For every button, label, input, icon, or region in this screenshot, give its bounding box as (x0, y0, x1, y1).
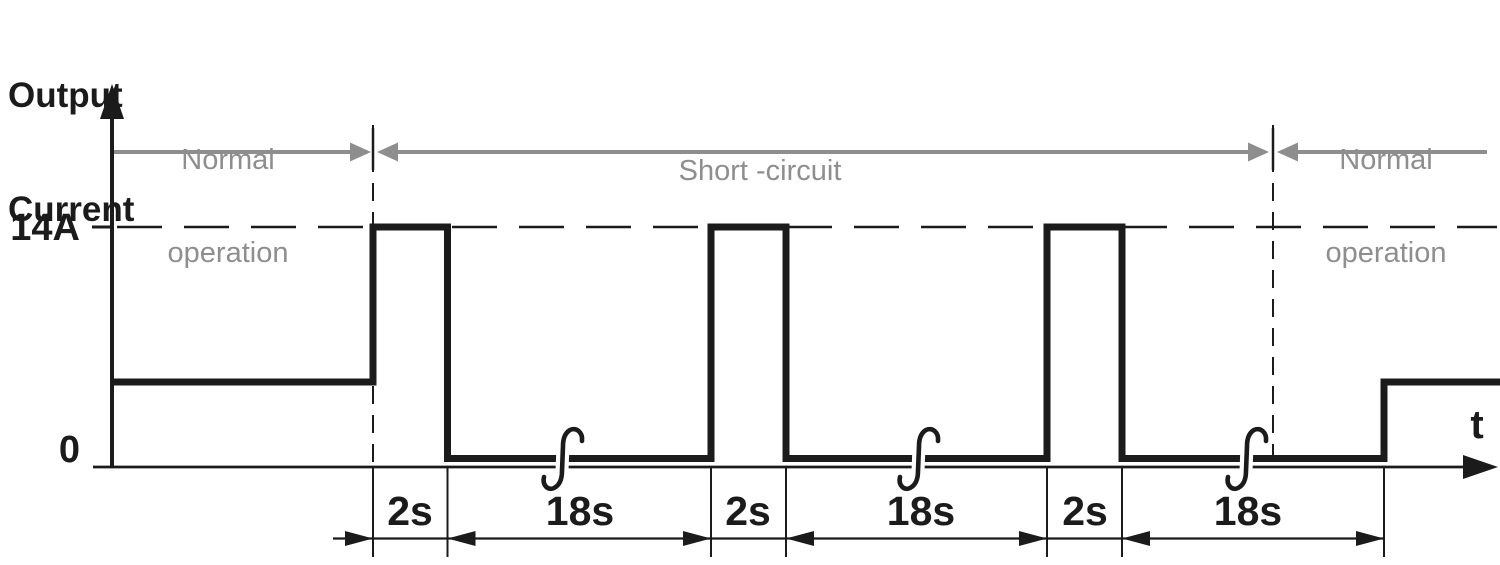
duration-label-18s-2: 18s (886, 488, 956, 534)
phase-label-normal-left: Normal operation (168, 83, 289, 331)
phase-arrow-normal-left (112, 142, 371, 162)
duration-label-18s-3: 18s (1213, 488, 1283, 534)
phase-label-line: Normal (181, 144, 275, 176)
arrowhead-right-icon (683, 531, 711, 546)
y-axis-title: Output Current (8, 1, 134, 305)
arrowhead-left-icon (447, 531, 476, 546)
phase-arrow-normal-right (1277, 142, 1487, 162)
arrowhead-left-icon (786, 531, 814, 546)
y-axis (92, 84, 124, 467)
y-axis-title-line1: Output (8, 76, 123, 115)
x-axis (93, 455, 1498, 479)
duration-label-2s-1: 2s (387, 488, 433, 534)
y-tick-label-14a: 14A (10, 207, 80, 249)
y-axis-title-line2: Current (8, 190, 135, 229)
arrowhead-left-icon (1122, 531, 1150, 546)
duration-dimensions (333, 467, 1385, 557)
arrowhead-right-icon (1356, 531, 1384, 546)
y-axis-arrowhead-icon (100, 84, 124, 119)
x-axis-label-t: t (1470, 403, 1484, 447)
arrowhead-right-icon (350, 142, 371, 162)
arrowhead-left-icon (377, 142, 398, 162)
dimension-arrowheads (345, 531, 1384, 546)
arrowhead-right-icon (345, 531, 373, 546)
phase-arrow-short-circuit (377, 142, 1269, 162)
phase-label-line: operation (167, 237, 289, 269)
duration-label-18s-1: 18s (545, 488, 615, 534)
phase-label-line: Normal (1339, 144, 1433, 176)
phase-span-arrows (112, 142, 1487, 162)
y-tick-label-0: 0 (58, 429, 80, 471)
x-axis-arrowhead-icon (1463, 455, 1498, 479)
duration-label-2s-2: 2s (725, 488, 771, 534)
output-current-waveform (112, 223, 1500, 462)
phase-label-short-circuit: Short -circuit (679, 94, 842, 249)
phase-label-normal-right: Normal operation (1326, 83, 1447, 331)
arrowhead-right-icon (1019, 531, 1047, 546)
phase-label-line: Short -circuit (678, 155, 842, 187)
dimension-extension-lines (372, 467, 1385, 557)
phase-label-line: operation (1325, 237, 1447, 269)
duration-label-2s-3: 2s (1062, 488, 1108, 534)
arrowhead-right-icon (1248, 142, 1269, 162)
arrowhead-left-icon (1277, 142, 1298, 162)
